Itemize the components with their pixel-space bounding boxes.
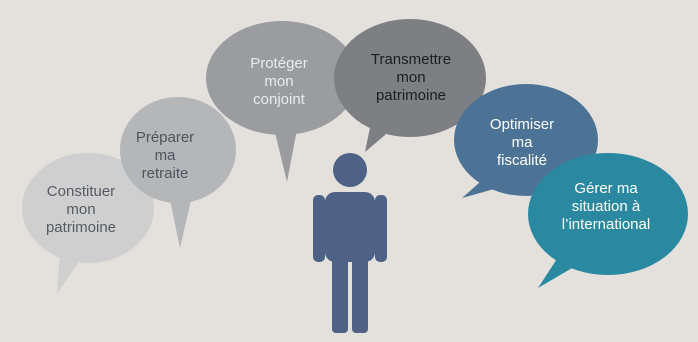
bubble-proteger bbox=[206, 21, 358, 182]
bubble-preparer bbox=[120, 97, 236, 248]
person-icon bbox=[313, 153, 387, 333]
bubble-gerer bbox=[528, 153, 688, 288]
bubble-constituer bbox=[22, 153, 154, 293]
bubble-transmettre bbox=[334, 19, 486, 152]
